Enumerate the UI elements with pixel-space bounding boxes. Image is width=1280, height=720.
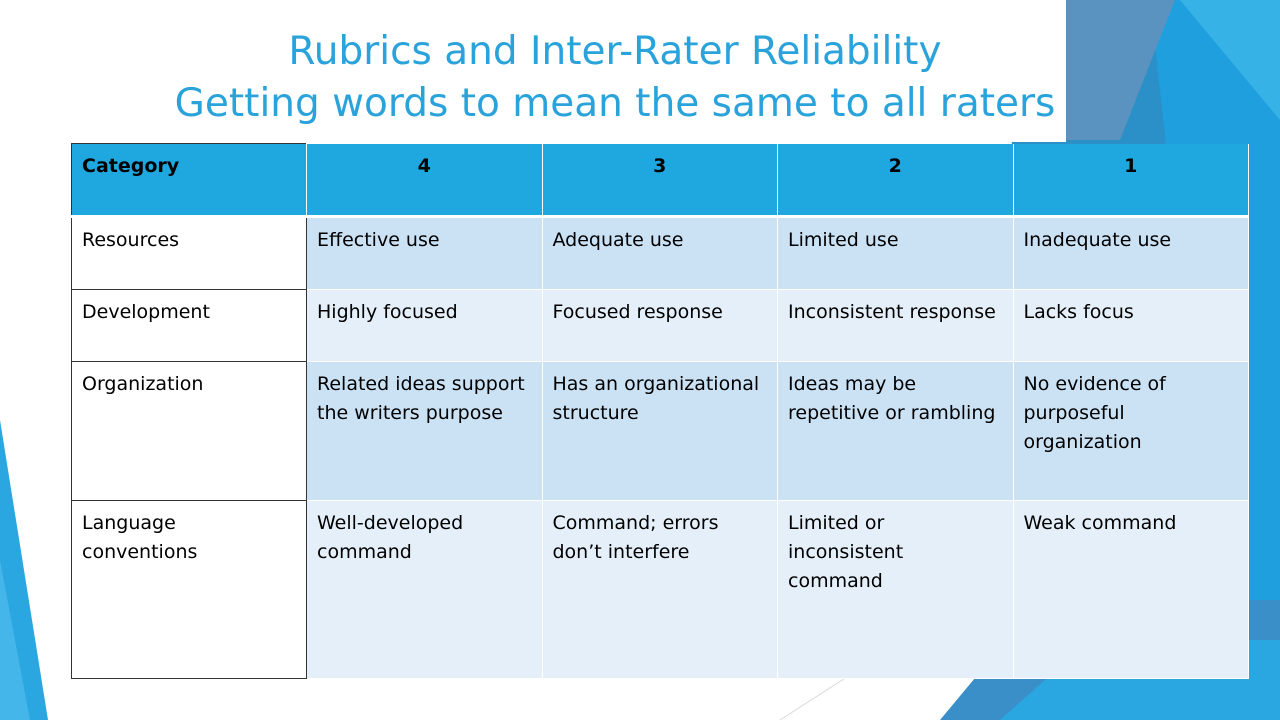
table-row: Organization Related ideas support the w…	[71, 361, 1249, 501]
deco-shape-right-3	[1060, 0, 1175, 140]
table-header-row: Category 4 3 2 1	[71, 143, 1249, 218]
table-cell: Well-developed command	[306, 500, 543, 679]
rubric-table: Category 4 3 2 1 Resources Effective use…	[71, 143, 1249, 679]
header-category: Category	[71, 143, 307, 218]
table-row: Language conventions Well-developed comm…	[71, 500, 1249, 679]
header-score-1: 1	[1013, 143, 1249, 218]
table-row: Resources Effective use Adequate use Lim…	[71, 216, 1249, 290]
row-category: Resources	[71, 216, 307, 290]
table-cell: Inconsistent response	[777, 289, 1014, 362]
title-white-panel	[0, 0, 1066, 142]
table-cell: Limited use	[777, 216, 1014, 290]
table-cell: Ideas may be repetitive or rambling	[777, 361, 1014, 501]
header-score-4: 4	[306, 143, 543, 218]
table-cell: Adequate use	[542, 216, 778, 290]
table-cell: Related ideas support the writers purpos…	[306, 361, 543, 501]
table-cell: Inadequate use	[1013, 216, 1249, 290]
table-cell: Weak command	[1013, 500, 1249, 679]
row-category: Development	[71, 289, 307, 362]
table-cell: Highly focused	[306, 289, 543, 362]
slide-title-line-1: Rubrics and Inter-Rater Reliability	[288, 29, 942, 74]
deco-thin-line	[779, 674, 851, 720]
table-cell: Limited or inconsistent command	[777, 500, 1014, 679]
deco-shape-right-4	[1180, 0, 1280, 120]
table-row: Development Highly focused Focused respo…	[71, 289, 1249, 362]
row-category: Organization	[71, 361, 307, 501]
table-cell: Effective use	[306, 216, 543, 290]
table-cell: Has an organizational structure	[542, 361, 778, 501]
deco-shape-left-2	[0, 560, 30, 720]
slide-title-line-2: Getting words to mean the same to all ra…	[174, 81, 1056, 126]
table-cell: Focused response	[542, 289, 778, 362]
row-category: Language conventions	[71, 500, 307, 679]
table-cell: Lacks focus	[1013, 289, 1249, 362]
table-cell: Command; errors don’t interfere	[542, 500, 778, 679]
header-score-3: 3	[542, 143, 778, 218]
header-score-2: 2	[777, 143, 1014, 218]
table-cell: No evidence of purposeful organization	[1013, 361, 1249, 501]
slide-title: Rubrics and Inter-Rater Reliability Gett…	[150, 26, 1080, 130]
